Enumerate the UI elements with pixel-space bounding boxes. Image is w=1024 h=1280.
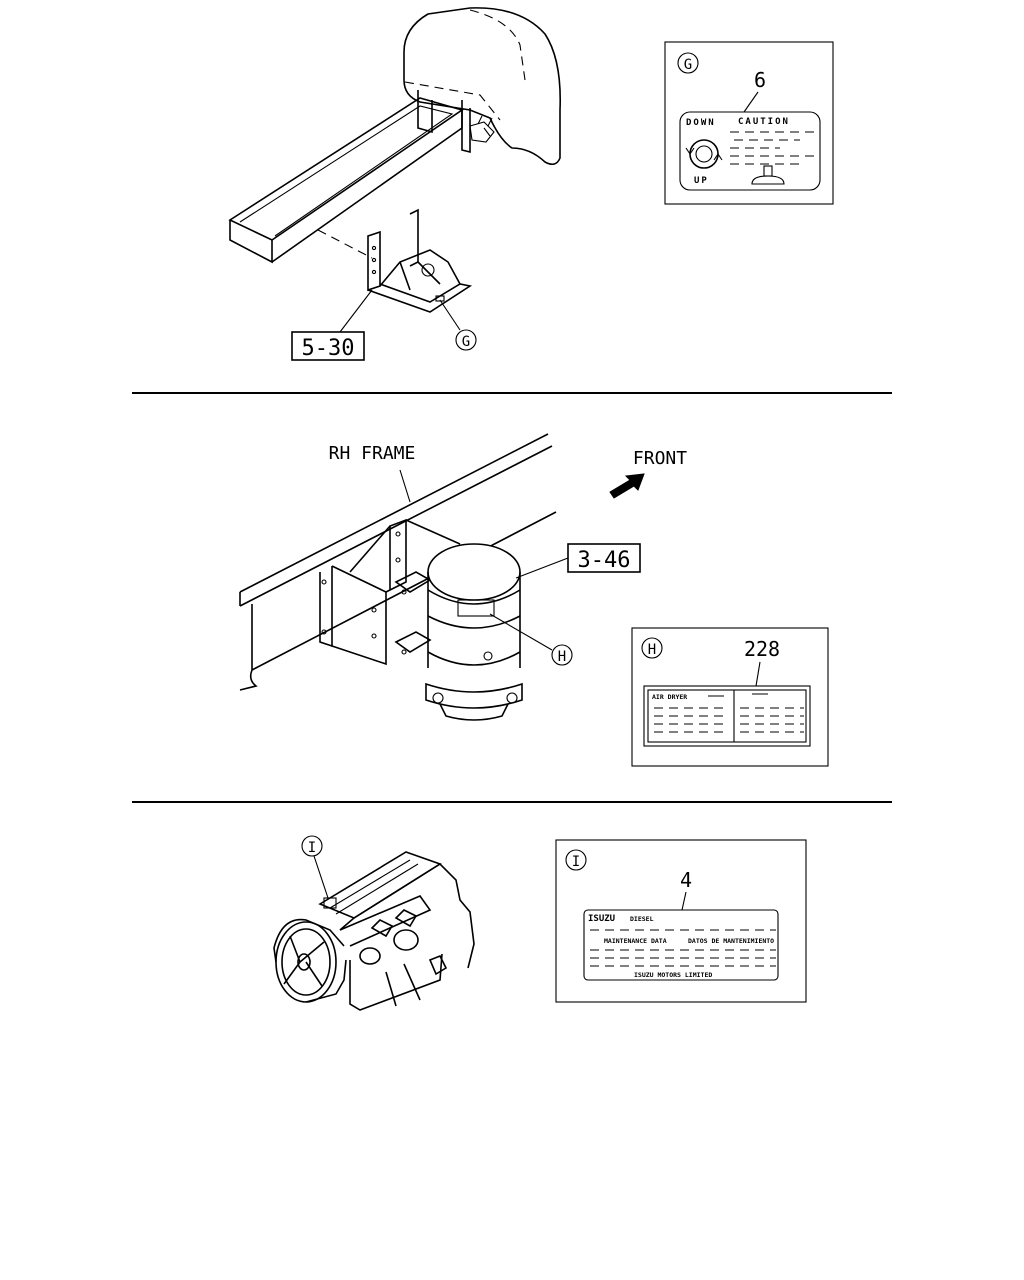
part-ref-box-5-30: [291, 331, 365, 361]
callout-leader-h: [489, 613, 553, 651]
rotate-arrows-icon: [685, 139, 723, 169]
lever-icon: [751, 165, 785, 185]
part-ref-box-3-46: [567, 543, 641, 573]
maintenance-label-lines: [590, 929, 776, 967]
label-datos: DATOS DE MANTENIMIENTO: [688, 937, 774, 945]
label-down: DOWN: [686, 118, 716, 128]
label-text-lines: [730, 131, 816, 165]
detail-box-g: [664, 41, 834, 205]
detail-callout-h: H: [648, 642, 656, 658]
callout-i: I: [308, 840, 316, 856]
part-ref-5-30: 5-30: [302, 336, 355, 361]
callout-circle-i: [301, 835, 323, 857]
maintenance-label: [583, 909, 779, 981]
rh-frame-leader: [399, 469, 411, 503]
air-dryer-label-lines: [654, 693, 804, 733]
callout-g: G: [462, 334, 470, 350]
label-maint-data: MAINTENANCE DATA: [604, 937, 667, 945]
detail-leader-i: [681, 891, 687, 911]
engine-illustration: [273, 851, 475, 1011]
air-dryer-label-inner: [647, 689, 807, 743]
cab-and-step-illustration: [228, 7, 562, 313]
part-ref-leader-3-46: [515, 557, 569, 579]
callout-leader-i: [313, 855, 329, 899]
detail-callout-i: I: [572, 854, 580, 870]
callout-circle-g: [455, 329, 477, 351]
callout-h: H: [558, 649, 566, 665]
air-dryer-label: [643, 685, 811, 747]
detail-leader-g: [743, 91, 759, 113]
label-diesel: DIESEL: [630, 915, 654, 923]
detail-callout-circle-g: [677, 52, 699, 74]
frame-and-air-dryer-illustration: [239, 433, 557, 721]
detail-callout-g: G: [684, 57, 692, 73]
front-label: FRONT: [633, 448, 687, 469]
label-motors: ISUZU MOTORS LIMITED: [634, 971, 712, 979]
label-isuzu: ISUZU: [588, 914, 615, 924]
detail-qty-g: 6: [754, 68, 766, 92]
detail-qty-i: 4: [680, 868, 692, 892]
part-ref-leader-5-30: [339, 289, 373, 333]
label-caution: CAUTION: [738, 117, 790, 127]
detail-callout-circle-i: [565, 849, 587, 871]
detail-box-i: [555, 839, 807, 1003]
detail-qty-h: 228: [744, 637, 780, 661]
label-air-dryer: AIR DRYER: [652, 693, 687, 701]
part-ref-3-46: 3-46: [578, 548, 631, 573]
detail-callout-circle-h: [641, 637, 663, 659]
detail-leader-h: [755, 661, 761, 687]
callout-leader-g: [439, 299, 461, 331]
detail-box-h: [631, 627, 829, 767]
front-arrow-icon: [609, 473, 645, 499]
rh-frame-label: RH FRAME: [329, 443, 416, 464]
label-up: UP: [694, 176, 709, 186]
callout-circle-h: [551, 644, 573, 666]
caution-label: [679, 111, 821, 191]
